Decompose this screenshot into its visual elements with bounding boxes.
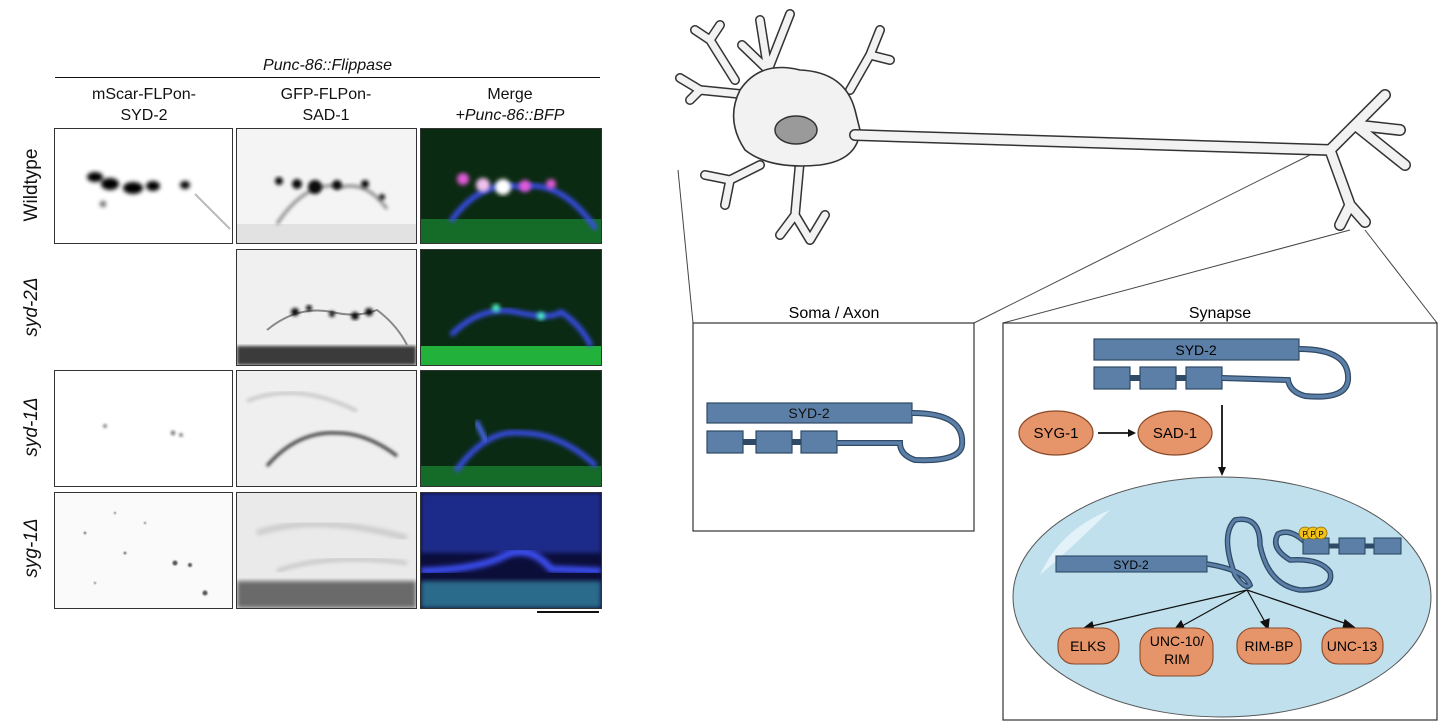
column-header-line: GFP-FLPon-: [280, 86, 372, 103]
image-syg1-syd2: [54, 492, 233, 609]
image-wildtype-sad1: [236, 128, 417, 244]
promoter-label: Punc-86::Flippase: [263, 57, 392, 74]
syd2-active-label: SYD-2: [1113, 558, 1149, 572]
column-header-syd2: mScar-FLPon- SYD-2: [55, 84, 233, 126]
image-syg1-merge: [420, 492, 602, 609]
column-header-line: SYD-2: [120, 107, 168, 124]
effector-unc10-rim: [1139, 627, 1214, 677]
column-header-merge: Merge +Punc-86::BFP: [420, 84, 600, 126]
column-header-line: SAD-1: [302, 107, 350, 124]
syg1-label: SYG-1: [1033, 425, 1078, 442]
image-syd2-sad1: [236, 249, 417, 366]
soma-axon-box: [692, 322, 975, 532]
image-wildtype-syd2: [54, 128, 233, 244]
syd2-soma-label: SYD-2: [788, 405, 829, 421]
phospho-p: P: [1310, 530, 1315, 539]
image-syd1-syd2: [54, 370, 233, 487]
column-header-line: mScar-FLPon-: [91, 86, 197, 103]
image-syg1-sad1: [236, 492, 417, 609]
effector-rim-bp: [1236, 627, 1302, 665]
phospho-p: P: [1302, 530, 1307, 539]
active-zone: [1012, 476, 1432, 718]
sad1-label: SAD-1: [1153, 425, 1197, 442]
effector-label: RIM-BP: [1245, 638, 1294, 654]
phospho-p: P: [1318, 530, 1323, 539]
effector-elks: [1057, 627, 1120, 665]
image-syd1-merge: [420, 370, 602, 487]
syd2-open: SYD-2 P P P: [1055, 516, 1402, 593]
header-rule: [55, 77, 600, 78]
scale-bar: [537, 611, 599, 613]
effector-label: UNC-13: [1327, 638, 1378, 654]
soma-axon-label: Soma / Axon: [789, 305, 880, 322]
phospho-tags: P P P: [1298, 526, 1328, 540]
syd2-closed-synapse: SYD-2: [1093, 338, 1352, 400]
sad1-node: [1137, 410, 1213, 456]
image-syd2-merge: [420, 249, 602, 366]
nucleus: [774, 115, 818, 145]
synapse-label: Synapse: [1189, 305, 1251, 322]
effector-label-line2: RIM: [1164, 651, 1190, 667]
syg1-node: [1018, 410, 1094, 456]
syd2-closed-soma: SYD-2: [706, 402, 966, 464]
image-syd1-sad1: [236, 370, 417, 487]
effector-label-line1: UNC-10/: [1150, 633, 1205, 649]
image-wildtype-merge: [420, 128, 602, 244]
effector-label: ELKS: [1070, 638, 1106, 654]
effector-unc13: [1321, 627, 1384, 665]
zoom-lines: [677, 154, 1438, 324]
neuron-illustration: [675, 9, 1411, 245]
column-header-line: +Punc-86::BFP: [455, 107, 565, 124]
column-header-sad1: GFP-FLPon- SAD-1: [236, 84, 416, 126]
syd2-synapse-top-label: SYD-2: [1175, 342, 1216, 358]
column-header-line: Merge: [487, 86, 533, 103]
